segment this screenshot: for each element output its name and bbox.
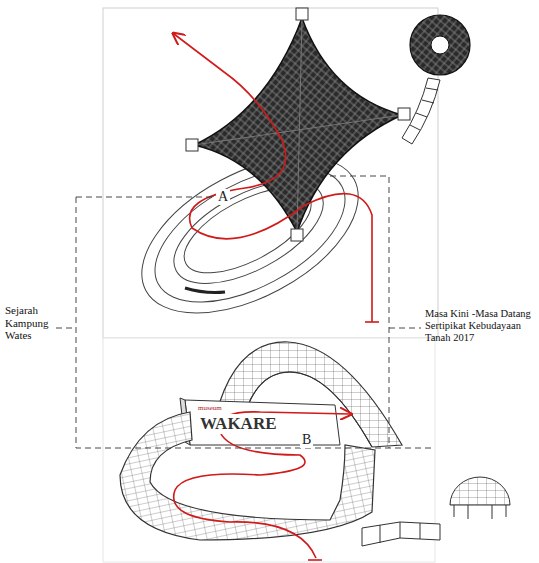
plan-text-mark — [185, 288, 225, 293]
path-start-mark — [365, 321, 379, 323]
block-joints — [380, 522, 420, 543]
point-marker: A — [216, 189, 230, 205]
curved-path-plan — [402, 78, 440, 144]
path-end-mark — [308, 559, 322, 561]
circulation-path-a — [174, 34, 372, 322]
small-dome-plan — [410, 15, 470, 75]
canopy-ribs — [194, 18, 402, 232]
woven-canopy — [194, 18, 402, 232]
small-dome — [450, 477, 510, 505]
section-label: Masa Kini -Masa Datang Sertipikat Kebuda… — [425, 308, 535, 344]
sign-text: museum — [196, 404, 224, 412]
plan-frame — [103, 8, 438, 338]
path-joints — [410, 88, 438, 130]
sign-text: WAKARE — [198, 414, 279, 434]
curved-base-wall — [120, 412, 375, 540]
path-blocks — [362, 522, 440, 546]
dome-legs — [454, 505, 506, 519]
section-bracket — [56, 176, 432, 448]
dome-opening — [431, 36, 449, 54]
sign-wall — [185, 400, 340, 445]
section-label: Sejarah Kampung Wates — [5, 304, 55, 342]
circulation-path-b — [174, 412, 350, 558]
canopy-pillars — [186, 8, 410, 241]
point-marker: B — [300, 432, 313, 448]
